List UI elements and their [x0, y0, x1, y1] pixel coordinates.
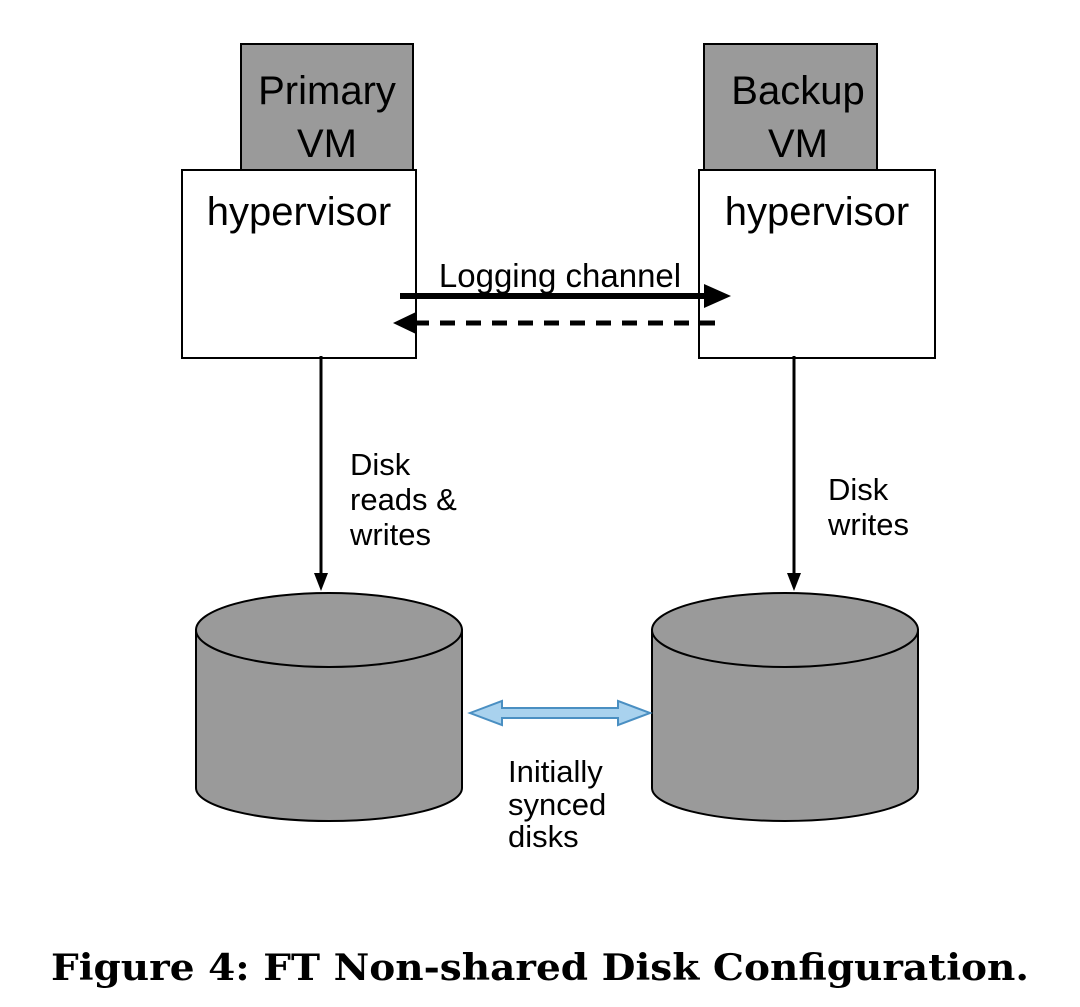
primary-disk-io-label-line2: reads & — [350, 482, 457, 517]
primary-disk-io-arrow — [314, 356, 328, 591]
backup-disk-io-arrow — [787, 356, 801, 591]
backup-disk — [651, 592, 919, 822]
backup-vm-label-line2: VM — [768, 122, 828, 166]
primary-disk-io-label-line1: Disk — [350, 447, 411, 482]
figure-caption: Figure 4: FT Non-shared Disk Configurati… — [51, 947, 1029, 989]
primary-disk-io-label-line3: writes — [349, 517, 431, 552]
backup-disk-io-label-line1: Disk — [828, 472, 889, 507]
backup-vm-label-line1: Backup — [731, 69, 864, 113]
logging-channel-dashed-arrow — [393, 312, 722, 334]
primary-vm-label-line1: Primary — [258, 69, 396, 113]
primary-disk — [195, 592, 463, 822]
primary-vm-box — [240, 43, 414, 172]
backup-hypervisor-label: hypervisor — [725, 190, 910, 234]
primary-hypervisor-label: hypervisor — [207, 190, 392, 234]
primary-vm-label-line2: VM — [297, 122, 357, 166]
backup-hypervisor-box — [698, 169, 936, 359]
sync-label-line2: synced — [508, 787, 606, 822]
backup-disk-io-label-line2: writes — [827, 507, 909, 542]
sync-label-line1: Initially — [508, 754, 603, 789]
primary-hypervisor-box — [181, 169, 417, 359]
logging-channel-label: Logging channel — [439, 257, 681, 294]
sync-label-line3: disks — [508, 819, 579, 854]
logging-channel-solid-arrow — [400, 284, 731, 308]
backup-vm-box — [703, 43, 878, 172]
sync-double-arrow — [467, 699, 653, 727]
